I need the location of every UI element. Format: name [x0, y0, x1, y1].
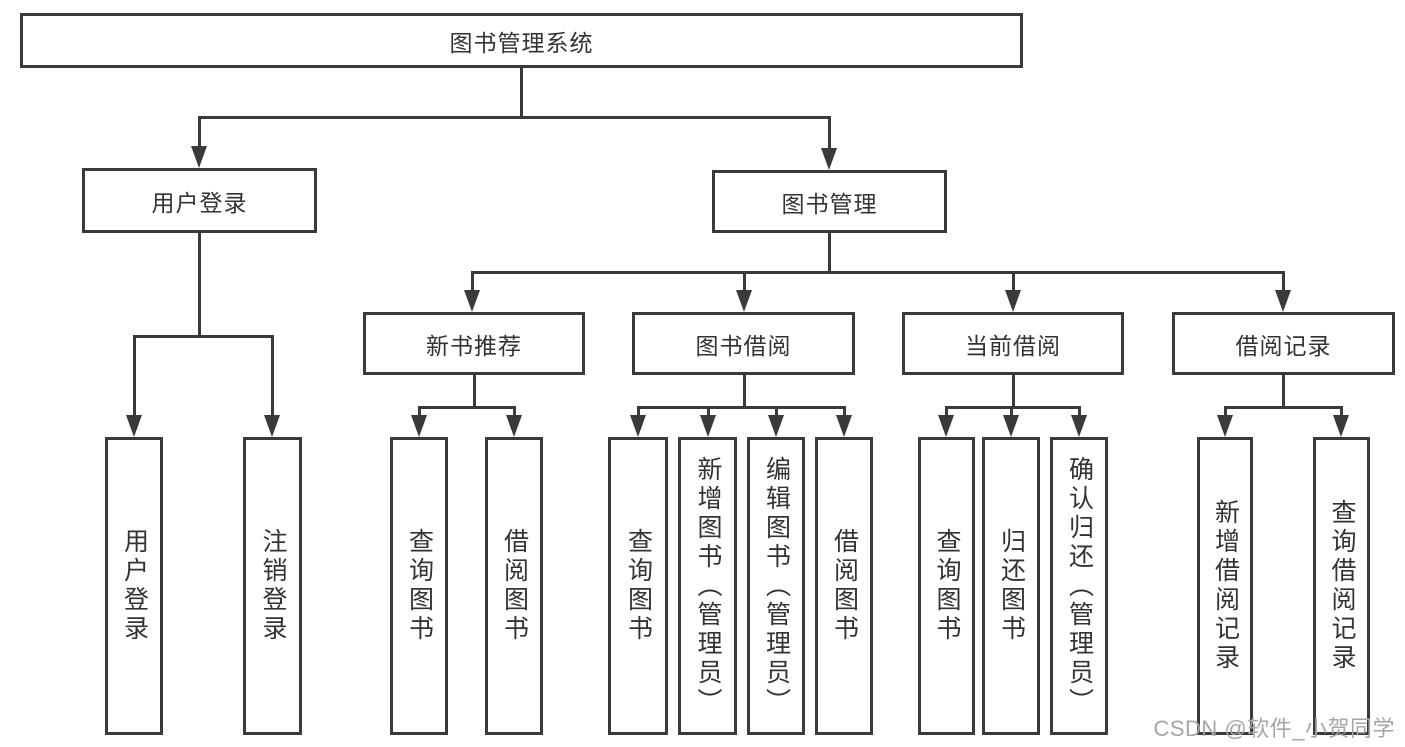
arrowhead-down-icon — [1071, 415, 1087, 437]
node-label: 新增借阅记录 — [1211, 499, 1240, 673]
arrowhead-down-icon — [411, 415, 427, 437]
connector-line — [706, 407, 710, 417]
connector-line — [827, 233, 831, 274]
node-label: 图书借阅 — [695, 332, 792, 359]
arrowhead-down-icon — [464, 290, 480, 312]
arrowhead-down-icon — [1003, 415, 1019, 437]
arrowhead-down-icon — [1275, 290, 1291, 312]
node-label: 新增图书（管理员） — [694, 455, 722, 717]
connector-line — [636, 407, 640, 417]
node-label: 确认归还（管理员） — [1065, 455, 1094, 717]
node-new-book-recommend: 新书推荐 — [363, 312, 585, 375]
node-edit-books-admin: 编辑图书（管理员） — [747, 437, 805, 735]
arrowhead-down-icon — [630, 415, 646, 437]
connector-line — [944, 405, 1081, 409]
node-borrowing-records: 借阅记录 — [1172, 312, 1395, 375]
node-query-books-1: 查询图书 — [390, 437, 448, 735]
connector-line — [1223, 405, 1343, 409]
connector-line — [132, 334, 274, 338]
connector-line — [944, 407, 948, 417]
connector-line — [636, 405, 846, 409]
node-query-books-3: 查询图书 — [918, 437, 975, 735]
node-confirm-return-admin: 确认归还（管理员） — [1050, 437, 1108, 735]
node-logout: 注销登录 — [243, 437, 302, 735]
arrowhead-down-icon — [768, 415, 784, 437]
connector-line — [519, 68, 523, 119]
connector-line — [132, 336, 136, 417]
node-label: 新书推荐 — [426, 332, 522, 359]
arrowhead-down-icon — [700, 415, 716, 437]
node-user-login: 用户登录 — [82, 168, 317, 233]
connector-line — [470, 272, 474, 292]
node-label: 图书管理系统 — [449, 29, 594, 56]
node-add-books-admin: 新增图书（管理员） — [678, 437, 737, 735]
node-label: 查询图书 — [624, 528, 653, 644]
connector-line — [842, 407, 846, 417]
connector-line — [197, 117, 201, 148]
connector-line — [472, 375, 476, 409]
connector-line — [1077, 407, 1081, 417]
arrowhead-down-icon — [126, 415, 142, 437]
connector-line — [1223, 407, 1227, 417]
arrowhead-down-icon — [736, 290, 752, 312]
node-label: 图书管理 — [781, 190, 878, 217]
node-book-borrowing: 图书借阅 — [632, 312, 855, 375]
node-query-books-2: 查询图书 — [608, 437, 668, 735]
node-label: 当前借阅 — [965, 332, 1061, 359]
arrowhead-down-icon — [1005, 290, 1021, 312]
node-borrow-books-1: 借阅图书 — [485, 437, 543, 735]
connector-line — [1281, 272, 1285, 292]
arrowhead-down-icon — [938, 415, 954, 437]
connector-line — [1011, 272, 1015, 292]
node-label: 用户登录 — [120, 528, 149, 644]
node-label: 借阅图书 — [830, 528, 859, 644]
arrowhead-down-icon — [836, 415, 852, 437]
arrowhead-down-icon — [506, 415, 522, 437]
node-label: 注销登录 — [259, 528, 287, 644]
arrowhead-down-icon — [821, 148, 837, 170]
node-borrow-books-2: 借阅图书 — [815, 437, 873, 735]
connector-line — [742, 375, 746, 409]
connector-line — [1011, 375, 1015, 409]
node-label: 归还图书 — [997, 528, 1026, 644]
node-login: 用户登录 — [105, 437, 163, 735]
node-label: 借阅记录 — [1235, 332, 1332, 359]
connector-line — [417, 407, 421, 417]
arrowhead-down-icon — [1217, 415, 1233, 437]
node-label: 编辑图书（管理员） — [762, 455, 791, 717]
connector-line — [742, 272, 746, 292]
node-label: 借阅图书 — [500, 528, 529, 644]
node-return-books: 归还图书 — [982, 437, 1040, 735]
connector-line — [827, 117, 831, 150]
connector-line — [512, 407, 516, 417]
node-book-management: 图书管理 — [712, 170, 947, 233]
node-current-borrowing: 当前借阅 — [902, 312, 1124, 375]
connector-line — [1339, 407, 1343, 417]
node-label: 查询图书 — [405, 528, 434, 644]
node-root: 图书管理系统 — [20, 13, 1023, 68]
arrowhead-down-icon — [191, 146, 207, 168]
node-add-borrow-record: 新增借阅记录 — [1197, 437, 1253, 735]
connector-line — [470, 270, 1285, 274]
arrowhead-down-icon — [264, 415, 280, 437]
connector-line — [1281, 375, 1285, 409]
node-label: 用户登录 — [151, 189, 248, 216]
node-label: 查询图书 — [933, 528, 961, 644]
connector-line — [270, 336, 274, 417]
csdn-watermark: CSDN @软件_小贺同学 — [1153, 716, 1395, 741]
connector-line — [417, 405, 516, 409]
node-query-borrow-record: 查询借阅记录 — [1313, 437, 1370, 735]
connector-line — [774, 407, 778, 417]
connector-line — [197, 115, 831, 119]
connector-line — [197, 233, 201, 338]
arrowhead-down-icon — [1333, 415, 1349, 437]
node-label: 查询借阅记录 — [1328, 499, 1356, 673]
connector-line — [1009, 407, 1013, 417]
